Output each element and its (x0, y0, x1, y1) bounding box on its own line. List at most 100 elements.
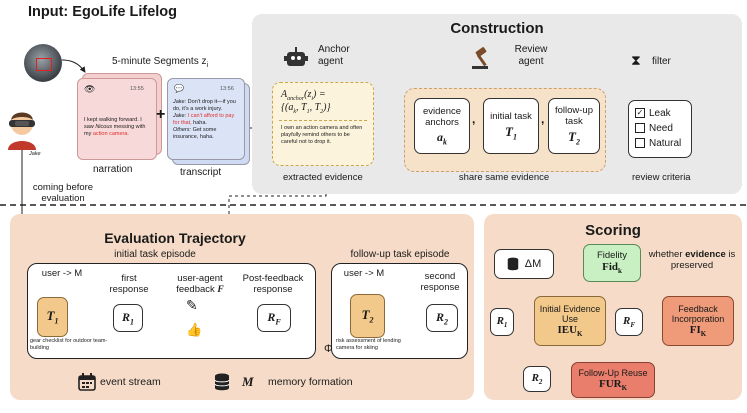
narration-card: 👁 13:55 I kept walking forward. I saw Ni… (77, 78, 157, 160)
evidence-anchors-box: evidence anchors ak (414, 98, 470, 154)
pen-icon: ✎ (186, 297, 198, 313)
second-response-label: second response (420, 271, 460, 293)
t2-symbol: T2 (361, 307, 374, 325)
r2-box: R2 (426, 304, 458, 332)
criteria-label: Leak (649, 108, 671, 119)
criteria-item-leak: ✓ Leak (635, 106, 681, 121)
scoring-title: Scoring (585, 222, 641, 239)
criteria-label: Need (649, 123, 673, 134)
construction-title: Construction (450, 20, 544, 37)
database-icon (507, 257, 518, 271)
fidelity-box: Fidelity Fidk (583, 244, 641, 282)
fur-box: Follow-Up Reuse FURK (571, 362, 655, 398)
checkbox-empty-icon (635, 138, 645, 149)
criteria-label: Natural (649, 138, 682, 149)
transcript-card: 💬 13:56 Jake: Don't drop it—if you do, i… (167, 78, 245, 160)
transcript-label: transcript (180, 167, 222, 178)
fur-symbol: FURK (598, 377, 628, 393)
ieu-symbol: IEUK (557, 323, 583, 339)
plus-sign: + (156, 106, 166, 123)
evidence-symbol: ak (437, 129, 447, 147)
memory-formation-label: memory formation (268, 376, 353, 388)
eye-icon: 👁 (84, 84, 96, 94)
gavel-icon (470, 46, 498, 75)
calendar-icon (78, 373, 96, 396)
r2-symbol: R2 (435, 309, 448, 327)
criteria-item-need: Need (635, 121, 681, 136)
initial-symbol: T1 (505, 123, 517, 142)
t1-box: T1 (37, 297, 68, 337)
fi-title: Feedback Incorporation (671, 303, 725, 324)
memory-symbol: M (242, 374, 254, 389)
fur-title: Follow-Up Reuse (578, 367, 648, 378)
t1-symbol: T1 (46, 308, 59, 326)
user-m-label: user -> M (41, 268, 83, 279)
transcript-time: 13:56 (220, 86, 234, 92)
thumbs-up-icon: 👍 (186, 322, 203, 337)
criteria-item-natural: Natural (635, 136, 681, 151)
lifelog-photo (24, 44, 62, 82)
narration-text: I kept walking forward. I saw Nicous mes… (84, 117, 146, 137)
input-title: Input: EgoLife Lifelog (28, 4, 178, 20)
trajectory-title: Evaluation Trajectory (104, 230, 246, 246)
narration-label: narration (93, 164, 133, 175)
score-rf-symbol: RF (622, 314, 635, 330)
narration-time: 13:55 (130, 86, 144, 92)
share-evidence-label: share same evidence (458, 172, 550, 183)
ieu-box: Initial Evidence Use IEUK (534, 296, 606, 346)
person-name: Jake (29, 151, 41, 157)
event-stream-label: event stream (100, 376, 161, 388)
score-r1-symbol: R1 (496, 314, 508, 330)
followup-episode-label: follow-up task episode (350, 249, 450, 260)
fidelity-label: Fidelity (596, 250, 628, 262)
ieu-title: Initial Evidence Use (539, 303, 601, 324)
transcript-text: Jake: Don't drop it—if you do, it's a wo… (173, 99, 236, 140)
delta-m-label: ΔM (524, 258, 542, 270)
comma-1: , (472, 112, 476, 126)
robot-icon (284, 46, 308, 75)
rf-box: RF (257, 304, 291, 332)
initial-task-label: initial task (490, 110, 532, 122)
followup-symbol: T2 (568, 129, 580, 147)
r1-symbol: R1 (121, 309, 134, 327)
gear-note: gear checklist for outdoor team-building (30, 338, 108, 351)
checkbox-empty-icon (635, 123, 645, 134)
score-rf-box: RF (615, 308, 643, 336)
fid-symbol: Fidk (602, 261, 622, 276)
checkbox-checked-icon: ✓ (635, 108, 645, 119)
post-feedback-label: Post-feedback response (242, 273, 304, 295)
review-criteria-label: review criteria (632, 172, 691, 183)
evidence-text: I own an action camera and often playful… (281, 125, 363, 145)
score-r2-symbol: R2 (531, 371, 543, 387)
initial-episode-label: initial task episode (114, 249, 196, 260)
user-m2-label: user -> M (343, 268, 385, 279)
score-r2-box: R2 (523, 366, 551, 392)
followup-task-box: follow-up task T2 (548, 98, 600, 154)
evidence-anchors-label: evidence anchors (422, 105, 462, 128)
segments-label: 5-minute Segments zi (112, 56, 209, 69)
filter-label: filter (652, 56, 671, 67)
feedback-label: user-agent feedback F (176, 273, 224, 295)
t2-box: T2 (350, 294, 385, 338)
hourglass-icon: ⧗ (631, 52, 641, 68)
followup-task-label: follow-up task (554, 105, 594, 128)
comma-2: , (541, 112, 545, 126)
r1-box: R1 (113, 304, 143, 332)
first-response-label: first response (109, 273, 149, 295)
anchor-agent-label: Anchor agent (318, 44, 350, 67)
fi-symbol: FIK (689, 323, 707, 339)
review-agent-label: Review agent (514, 44, 548, 67)
delta-m-box: ΔM (494, 249, 554, 279)
fi-box: Feedback Incorporation FIK (662, 296, 734, 346)
anchor-formula: Aanchor(zi) = {(ak, T1, T2)} (281, 89, 331, 115)
database-icon (214, 373, 230, 396)
person-avatar-icon (4, 106, 40, 150)
fidelity-description: whether evidence is preserved (648, 249, 736, 271)
chat-bubble-icon: 💬 (174, 84, 184, 93)
extracted-label: extracted evidence (283, 172, 363, 183)
initial-task-box: initial task T1 (483, 98, 539, 154)
anchor-evidence-box: Aanchor(zi) = {(ak, T1, T2)} I own an ac… (272, 82, 374, 166)
risk-note: risk assessment of lending camera for sk… (336, 338, 401, 351)
